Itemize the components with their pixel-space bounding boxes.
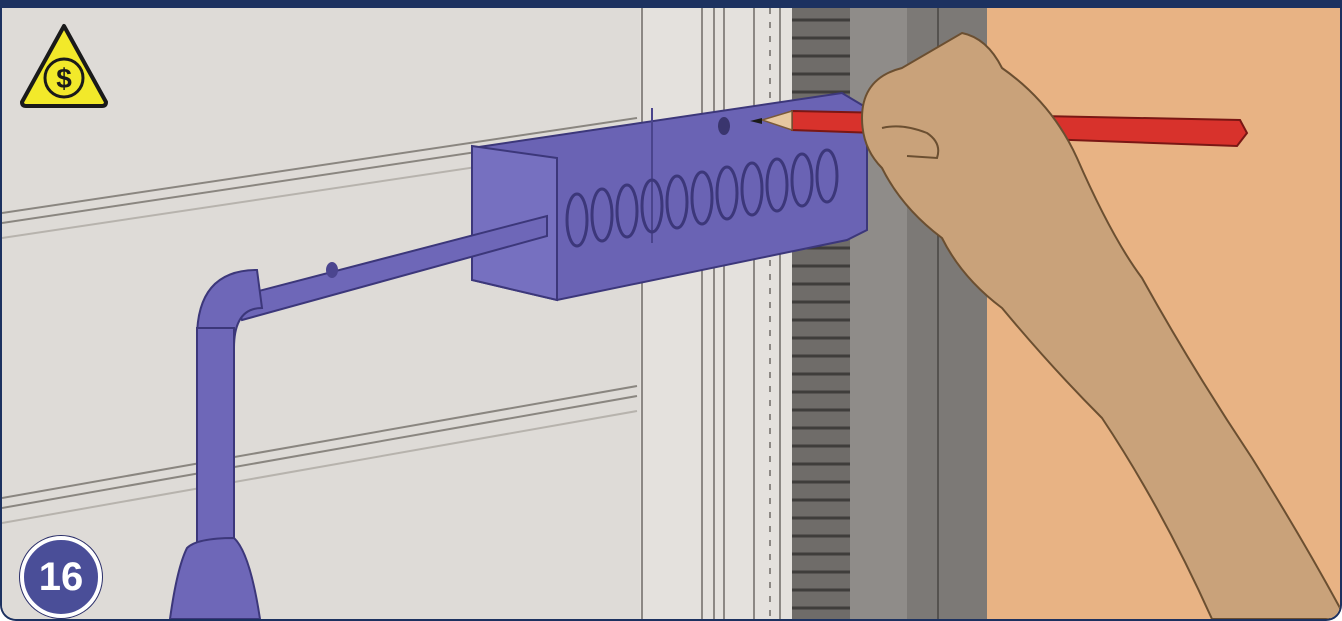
bracket-hole <box>718 117 730 135</box>
step-number-badge: 16 <box>20 536 102 618</box>
step-number: 16 <box>39 557 84 597</box>
jamb <box>640 8 800 619</box>
illustration <box>2 8 1340 619</box>
handle-shaft <box>197 328 234 543</box>
dollar-sign-warning-icon: $ <box>20 22 108 110</box>
svg-text:$: $ <box>56 63 72 94</box>
